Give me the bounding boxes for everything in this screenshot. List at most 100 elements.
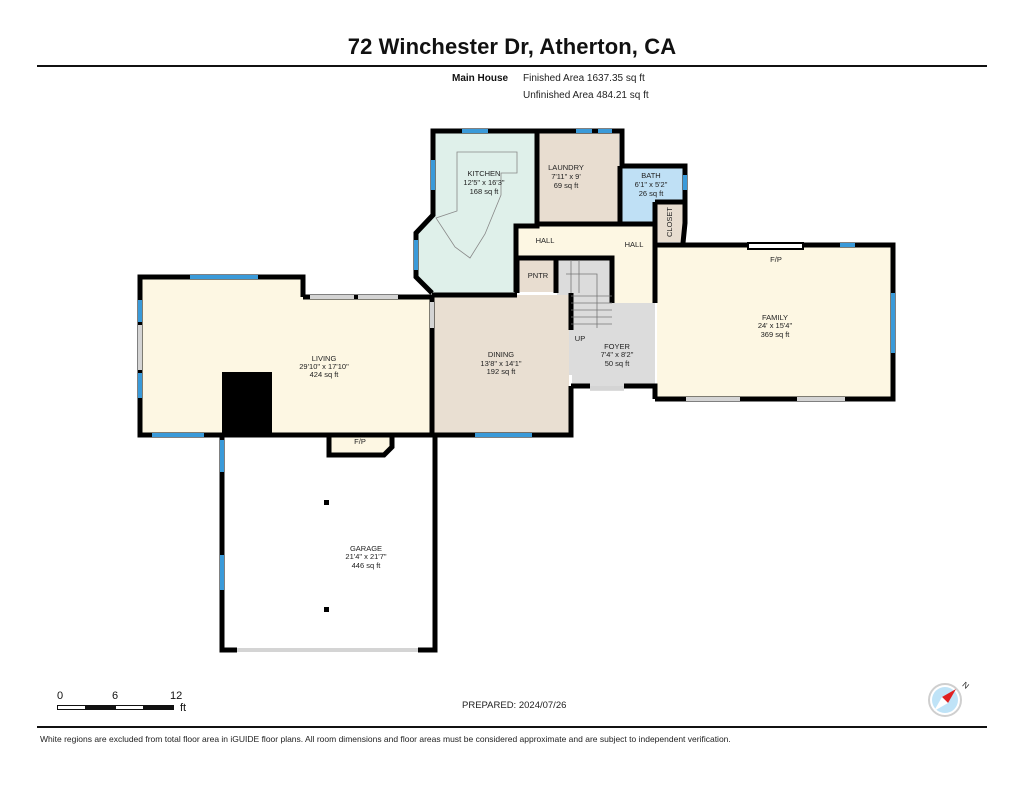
garage-name: GARAGE [350, 544, 382, 553]
svg-text:50 sq ft: 50 sq ft [605, 359, 631, 368]
garage-area: 446 sq ft [352, 561, 382, 570]
svg-text:7'11" x 9': 7'11" x 9' [551, 172, 581, 181]
svg-text:FOYER: FOYER [604, 342, 630, 351]
hall-right-floor [577, 226, 655, 303]
page-title: 72 Winchester Dr, Atherton, CA [347, 34, 677, 59]
scale-unit: ft [180, 702, 187, 714]
hall-left-floor [517, 226, 577, 256]
svg-text:7'4" x 8'2": 7'4" x 8'2" [601, 350, 634, 359]
foyer-area: 50 sq ft [605, 359, 631, 368]
scale-tick-0: 0 [57, 690, 64, 702]
laundry-name: LAUNDRY [548, 163, 584, 172]
kitchen-dims: 12'5" x 16'3" [463, 178, 504, 187]
svg-text:BATH: BATH [641, 171, 660, 180]
family-dims: 24' x 15'4" [758, 321, 793, 330]
svg-text:F/P: F/P [770, 255, 782, 264]
dining-name: DINING [488, 350, 514, 359]
bath-name: BATH [641, 171, 660, 180]
scale-segment [115, 705, 144, 710]
kitchen-island [435, 151, 518, 259]
scale-tick-12: 12 [170, 690, 183, 702]
windows [138, 129, 895, 590]
svg-text:12'5" x 16'3": 12'5" x 16'3" [463, 178, 504, 187]
svg-text:LAUNDRY: LAUNDRY [548, 163, 584, 172]
svg-text:LIVING: LIVING [312, 354, 337, 363]
svg-text:KITCHEN: KITCHEN [468, 169, 501, 178]
garage-post [324, 500, 329, 505]
family-name: FAMILY [762, 313, 788, 322]
scale-segment [144, 705, 174, 710]
dining-dims: 13'8" x 14'1" [480, 359, 521, 368]
svg-text:FAMILY: FAMILY [762, 313, 788, 322]
disclaimer: White regions are excluded from total fl… [40, 734, 731, 744]
living-chimney [222, 372, 272, 435]
living-fp-floor [329, 437, 392, 455]
foyer-floor [569, 303, 655, 391]
svg-text:F/P: F/P [354, 437, 366, 446]
unfinished-area: Unfinished Area 484.21 sq ft [523, 90, 649, 101]
svg-text:HALL: HALL [625, 240, 644, 249]
hall-right-name: HALL [625, 240, 644, 249]
living-fp-label: F/P [354, 437, 366, 446]
garage-post [324, 607, 329, 612]
scale-segment [57, 705, 86, 710]
svg-text:446 sq ft: 446 sq ft [352, 561, 382, 570]
foyer-dims: 7'4" x 8'2" [601, 350, 634, 359]
family-fp-label: F/P [770, 255, 782, 264]
svg-text:CLOSET: CLOSET [665, 207, 674, 237]
laundry-area: 69 sq ft [554, 181, 580, 190]
stairs-label: UP [575, 334, 585, 343]
garage-dims: 21'4" x 21'7" [345, 552, 386, 561]
dining-floor [434, 295, 569, 435]
dining-area: 192 sq ft [487, 367, 517, 376]
svg-text:GARAGE: GARAGE [350, 544, 382, 553]
living-dims: 29'10" x 17'10" [299, 362, 349, 371]
compass-icon: N [928, 680, 970, 717]
family-area: 369 sq ft [761, 330, 791, 339]
living-name: LIVING [312, 354, 337, 363]
room-fills [140, 131, 893, 455]
svg-text:13'8" x 14'1": 13'8" x 14'1" [480, 359, 521, 368]
svg-text:424 sq ft: 424 sq ft [310, 370, 340, 379]
compass-north: N [960, 680, 970, 691]
svg-text:PNTR: PNTR [528, 271, 549, 280]
hall-left-name: HALL [536, 236, 555, 245]
svg-text:21'4" x 21'7": 21'4" x 21'7" [345, 552, 386, 561]
svg-text:HALL: HALL [536, 236, 555, 245]
pantry-name: PNTR [528, 271, 549, 280]
svg-text:369 sq ft: 369 sq ft [761, 330, 791, 339]
laundry-dims: 7'11" x 9' [551, 172, 581, 181]
header-divider [37, 65, 987, 67]
laundry-floor [537, 131, 619, 224]
family-fireplace [747, 242, 804, 250]
kitchen-area: 168 sq ft [470, 187, 500, 196]
finished-area: Finished Area 1637.35 sq ft [523, 73, 645, 84]
kitchen-name: KITCHEN [468, 169, 501, 178]
closet-name: CLOSET [665, 207, 674, 237]
scale-bar: 0 6 12 ft [57, 690, 197, 720]
svg-text:69 sq ft: 69 sq ft [554, 181, 580, 190]
room-labels: KITCHEN 12'5" x 16'3" 168 sq ft LAUNDRY … [299, 163, 792, 570]
scale-tick-6: 6 [112, 690, 119, 702]
prepared-date: PREPARED: 2024/07/26 [462, 700, 567, 711]
building-label: Main House [452, 73, 509, 84]
bath-dims: 6'1" x 5'2" [635, 180, 668, 189]
svg-text:24' x 15'4": 24' x 15'4" [758, 321, 793, 330]
svg-text:192 sq ft: 192 sq ft [487, 367, 517, 376]
svg-text:168 sq ft: 168 sq ft [470, 187, 500, 196]
bath-area: 26 sq ft [639, 189, 665, 198]
svg-text:UP: UP [575, 334, 585, 343]
pantry-floor [519, 258, 555, 292]
living-area: 424 sq ft [310, 370, 340, 379]
living-floor [140, 277, 432, 435]
svg-text:29'10" x 17'10": 29'10" x 17'10" [299, 362, 349, 371]
stair-treads [566, 260, 612, 328]
kitchen-floor [416, 131, 537, 293]
door-openings [138, 295, 845, 652]
svg-text:6'1" x 5'2": 6'1" x 5'2" [635, 180, 668, 189]
footer-divider [37, 726, 987, 728]
family-floor [657, 245, 893, 399]
scale-segment [86, 705, 115, 710]
svg-text:26 sq ft: 26 sq ft [639, 189, 665, 198]
